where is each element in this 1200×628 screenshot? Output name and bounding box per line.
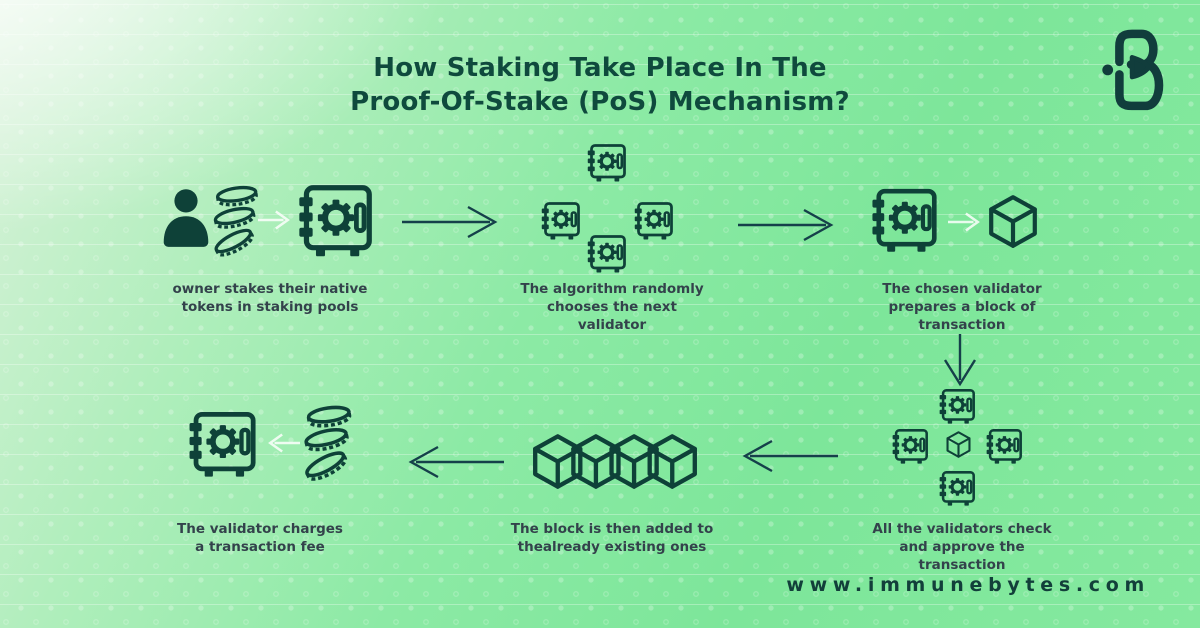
safe-icon bbox=[583, 143, 630, 184]
cubes-chain-icon bbox=[530, 432, 700, 491]
title-line-2: Proof-Of-Stake (PoS) Mechanism? bbox=[350, 86, 850, 117]
page-title: How Staking Take Place In The Proof-Of-S… bbox=[0, 52, 1200, 120]
safe-icon bbox=[583, 234, 630, 275]
safe-icon bbox=[935, 470, 979, 508]
safe-icon bbox=[537, 201, 584, 242]
small-arrow-right-icon bbox=[948, 210, 982, 234]
flow-arrow-left-icon bbox=[740, 439, 838, 473]
flow-arrow-right-icon bbox=[738, 208, 836, 242]
step-caption-5: The block is then added to thealready ex… bbox=[510, 521, 714, 555]
safe-icon bbox=[630, 201, 677, 242]
title-line-1: How Staking Take Place In The bbox=[373, 53, 827, 83]
coins-icon bbox=[210, 184, 260, 258]
safe-icon bbox=[181, 410, 263, 481]
cube-icon bbox=[986, 193, 1040, 250]
cube-icon bbox=[945, 430, 972, 459]
coins-icon bbox=[300, 404, 354, 482]
safe-icon bbox=[935, 388, 979, 426]
website-url: www.immunebytes.com bbox=[786, 574, 1150, 596]
safe-icon bbox=[888, 428, 932, 466]
safe-icon bbox=[864, 187, 944, 256]
step-caption-3: The chosen validator prepares a block of… bbox=[882, 281, 1042, 333]
person-icon bbox=[160, 188, 212, 250]
immunebytes-logo bbox=[1096, 24, 1168, 114]
small-arrow-left-icon bbox=[266, 431, 300, 455]
step-caption-6: The validator charges a transaction fee bbox=[177, 521, 343, 555]
step-caption-1: owner stakes their native tokens in stak… bbox=[172, 281, 368, 315]
step-caption-2: The algorithm randomly chooses the next … bbox=[520, 281, 704, 333]
flow-arrow-left-icon bbox=[406, 445, 504, 479]
small-arrow-right-icon bbox=[258, 208, 292, 232]
safe-icon bbox=[982, 428, 1026, 466]
flow-arrow-right-icon bbox=[402, 205, 500, 239]
safe-icon bbox=[290, 183, 380, 261]
flow-arrow-down-icon bbox=[943, 334, 977, 388]
step-caption-4: All the validators check and approve the… bbox=[872, 521, 1052, 573]
